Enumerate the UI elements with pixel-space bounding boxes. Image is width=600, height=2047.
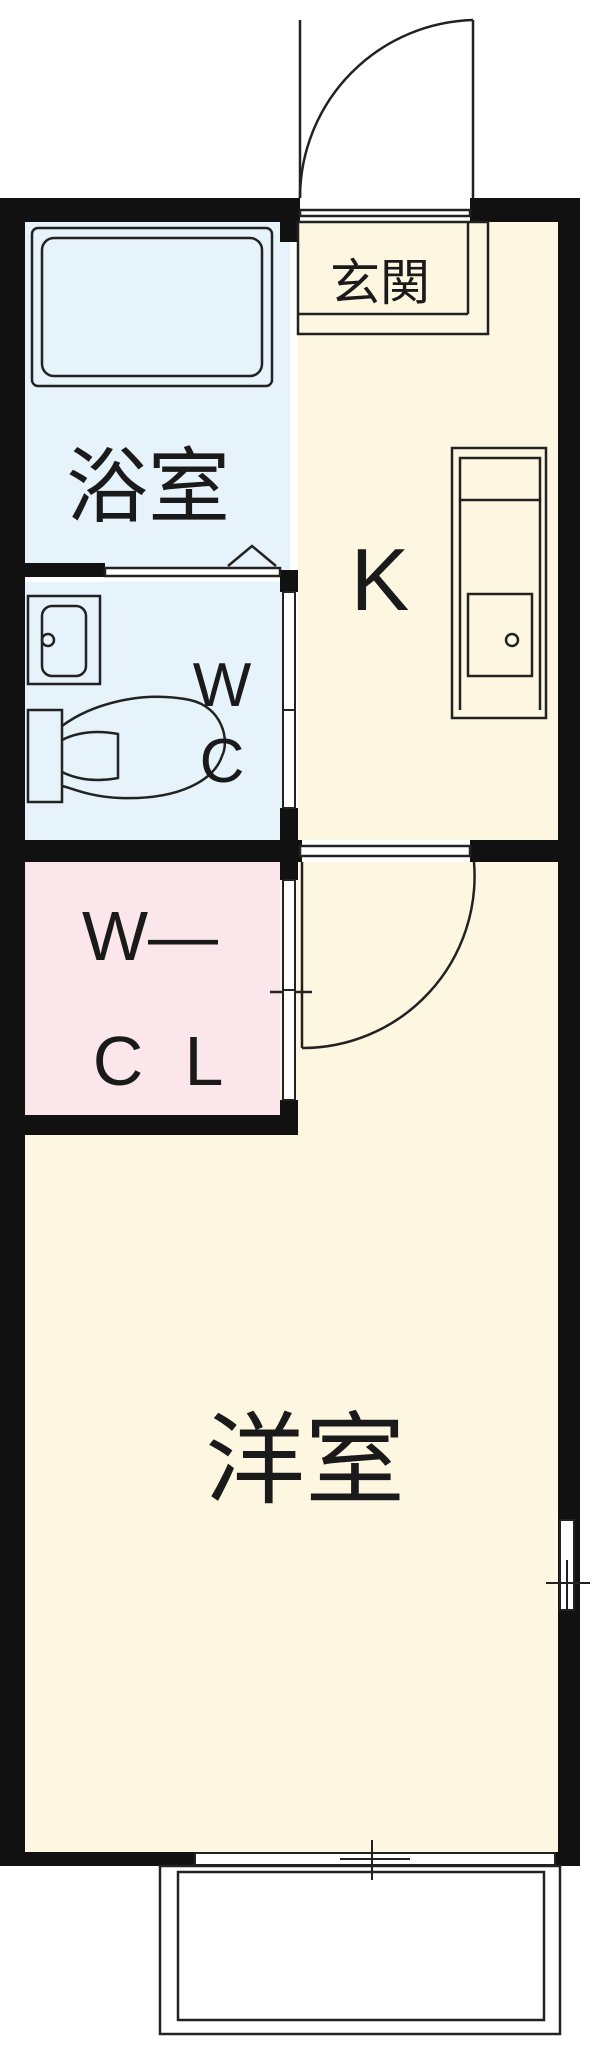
kitchen-label: K — [351, 530, 410, 629]
closet-label-l: L — [185, 1022, 224, 1100]
bath-door — [103, 544, 282, 578]
entrance-label: 玄関 — [330, 254, 430, 312]
side-window — [546, 1519, 590, 1611]
closet-label-top: W— — [82, 897, 218, 975]
entrance-door — [298, 18, 475, 218]
toilet — [26, 695, 227, 804]
washbasin — [26, 594, 102, 686]
walls — [0, 198, 580, 1866]
balcony — [158, 1864, 562, 2036]
bath-label: 浴室 — [66, 440, 230, 535]
bathtub — [30, 226, 274, 388]
western-room-label: 洋室 — [205, 1402, 405, 1519]
toilet-w-label: W — [193, 651, 252, 720]
closet-label-c: C — [93, 1022, 144, 1100]
closet-sliding-door — [282, 879, 296, 1101]
kitchen-area — [298, 222, 558, 840]
western-room-door — [270, 844, 476, 1050]
toilet-c-label: C — [200, 727, 245, 796]
entrance-step — [296, 220, 490, 336]
toilet-sliding-door — [282, 591, 296, 809]
closet-area-overlay — [25, 862, 280, 1120]
bath-area — [25, 222, 290, 570]
kitchen-counter — [450, 446, 548, 720]
